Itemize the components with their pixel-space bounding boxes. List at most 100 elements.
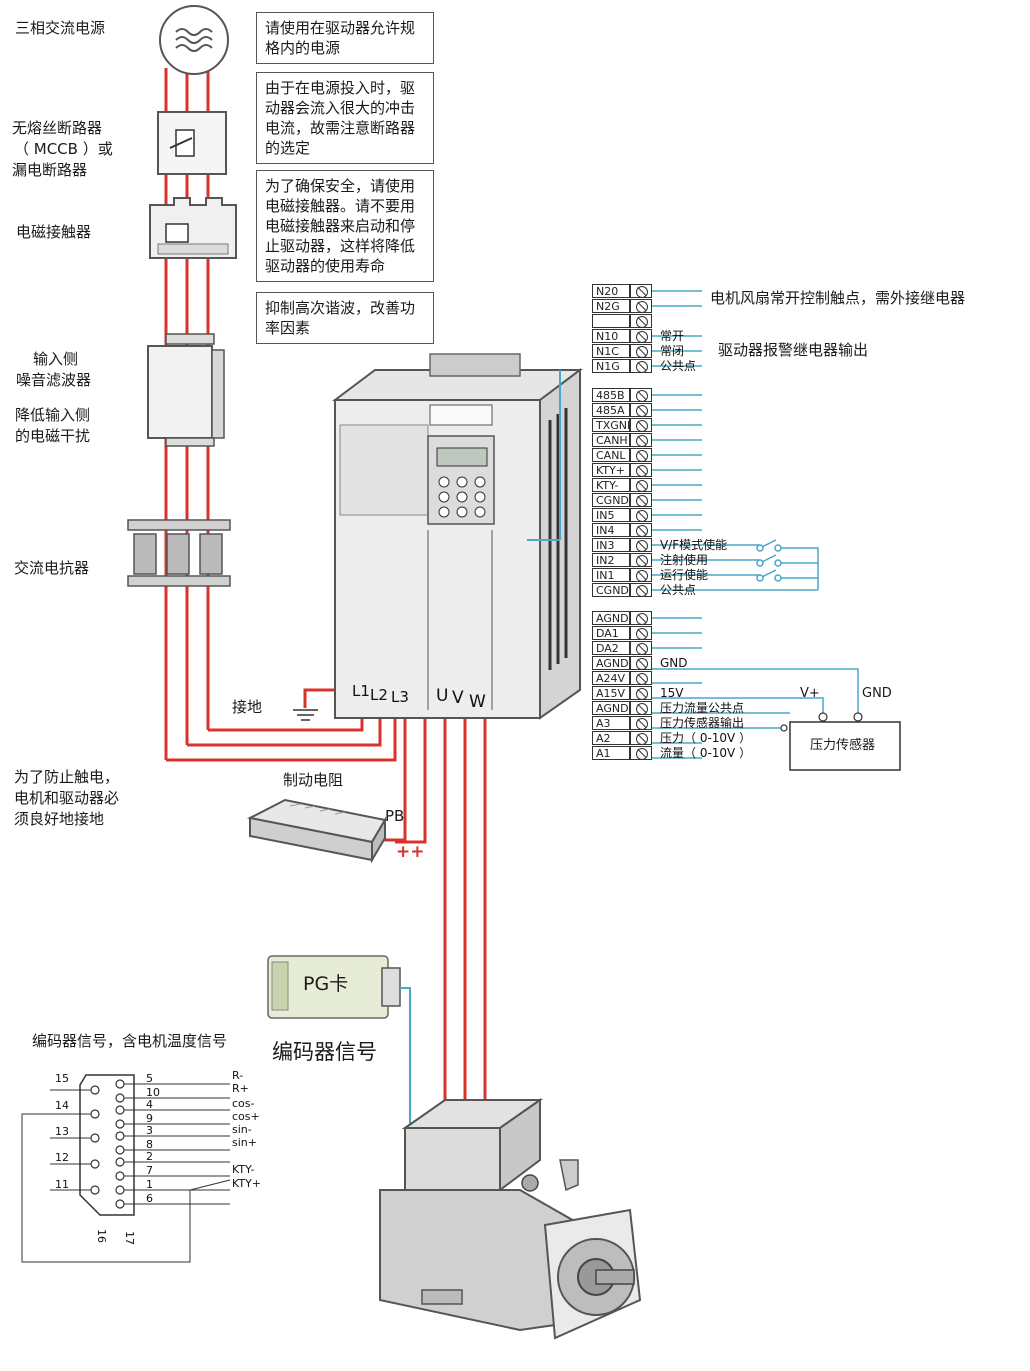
label-safety-2: 电机和驱动器必 [14,789,120,807]
terminal-screw-icon [630,611,652,625]
terminal-description: V/F模式使能 [660,538,728,552]
terminal-name: CANL [592,448,630,462]
label-fan-contact: 电机风扇常开控制触点，需外接继电器 [710,289,966,307]
pin-9: 9 [146,1112,153,1125]
terminal-name: AGND [592,701,630,715]
ac-source-icon [159,5,229,75]
relay-switch-contacts [756,539,782,582]
servo-drive [332,353,583,720]
pin-14: 14 [55,1099,69,1112]
terminal-description: 15V [660,686,684,700]
terminal-name: 485B [592,388,630,402]
terminal-l3: L3 [391,688,409,706]
signal-cos-minus: cos- [232,1097,255,1110]
brake-polarity: ++ [396,842,425,862]
label-ground: 接地 [232,698,263,716]
terminal-screw-icon [630,299,652,313]
signal-r-minus: R- [232,1069,244,1082]
pin-4: 4 [146,1098,153,1111]
label-encoder-title: 编码器信号，含电机温度信号 [32,1032,228,1050]
terminal-name: N2G [592,299,630,313]
breaker-icon [157,111,227,175]
label-alarm-relay: 驱动器报警继电器输出 [718,341,869,359]
terminal-screw-icon [630,701,652,715]
pin-16: 16 [95,1229,108,1243]
pg-card-icon [267,955,401,1019]
terminal-description: 公共点 [660,359,697,373]
terminal-name: CANH [592,433,630,447]
terminal-screw-icon [630,314,652,328]
note-power-spec: 请使用在驱动器允许规 格内的电源 [256,12,434,64]
terminal-l2: L2 [370,686,388,704]
label-vplus: V+ [800,686,820,701]
terminal-description: 注射使用 [660,553,709,567]
terminal-screw-icon [630,448,652,462]
note-breaker: 由于在电源投入时，驱 动器会流入很大的冲击 电流，故需注意断路器 的选定 [256,72,434,164]
db15-connector-icon [21,1074,231,1263]
terminal-name: IN1 [592,568,630,582]
terminal-screw-icon [630,418,652,432]
terminal-screw-icon [630,508,652,522]
terminal-description: 运行使能 [660,568,709,582]
ac-reactor-icon [127,519,231,587]
pin-1: 1 [146,1178,153,1191]
terminal-screw-icon [630,329,652,343]
terminal-name: A15V [592,686,630,700]
label-ac-source: 三相交流电源 [15,19,106,37]
pin-2: 2 [146,1150,153,1163]
terminal-l1: L1 [352,682,370,700]
terminal-screw-icon [630,626,652,640]
terminal-u: U [436,686,449,706]
label-emi-2: 的电磁干扰 [15,427,91,445]
encoder-cable [400,987,411,1128]
terminal-description: 公共点 [660,583,697,597]
terminal-name: IN2 [592,553,630,567]
terminal-name [592,314,630,328]
pin-7: 7 [146,1164,153,1177]
pin-5: 5 [146,1072,153,1085]
terminal-name: IN5 [592,508,630,522]
signal-kty-minus: KTY- [232,1163,255,1176]
terminal-description: 压力传感器输出 [660,716,745,730]
note-contactor: 为了确保安全，请使用 电磁接触器。请不要用 电磁接触器来启动和停 止驱动器，这样… [256,170,434,282]
label-pressure-sensor: 压力传感器 [810,738,876,753]
terminal-name: A1 [592,746,630,760]
terminal-name: N20 [592,284,630,298]
terminal-description: 常开 [660,329,685,343]
label-filter-2: 噪音滤波器 [16,371,92,389]
label-breaker-2: （ MCCB ）或 [14,140,113,158]
terminal-name: TXGND [592,418,630,432]
terminal-screw-icon [630,359,652,373]
terminal-screw-icon [630,671,652,685]
label-filter-1: 输入侧 [33,350,79,368]
terminal-name: CGND [592,583,630,597]
terminal-screw-icon [630,746,652,760]
terminal-screw-icon [630,716,652,730]
pin-13: 13 [55,1125,69,1138]
terminal-screw-icon [630,656,652,670]
terminal-name: KTY- [592,478,630,492]
noise-filter-icon [147,333,225,447]
pin-12: 12 [55,1151,69,1164]
terminal-description: 常闭 [660,344,685,358]
label-sensor-gnd: GND [862,686,892,701]
terminal-name: IN4 [592,523,630,537]
terminal-screw-icon [630,731,652,745]
terminal-screw-icon [630,388,652,402]
pin-11: 11 [55,1178,69,1191]
pin-6: 6 [146,1192,153,1205]
terminal-name: A3 [592,716,630,730]
signal-r-plus: R+ [232,1082,249,1095]
terminal-screw-icon [630,344,652,358]
signal-kty-plus: KTY+ [232,1177,262,1190]
note-harmonics: 抑制高次谐波，改善功 率因素 [256,292,434,344]
terminal-screw-icon [630,523,652,537]
signal-cos-plus: cos+ [232,1110,260,1123]
terminal-name: N1G [592,359,630,373]
terminal-name: DA2 [592,641,630,655]
terminal-screw-icon [630,686,652,700]
terminal-screw-icon [630,284,652,298]
terminal-description: 流量（ 0-10V ） [660,746,752,760]
terminal-name: A2 [592,731,630,745]
terminal-name: AGND [592,611,630,625]
